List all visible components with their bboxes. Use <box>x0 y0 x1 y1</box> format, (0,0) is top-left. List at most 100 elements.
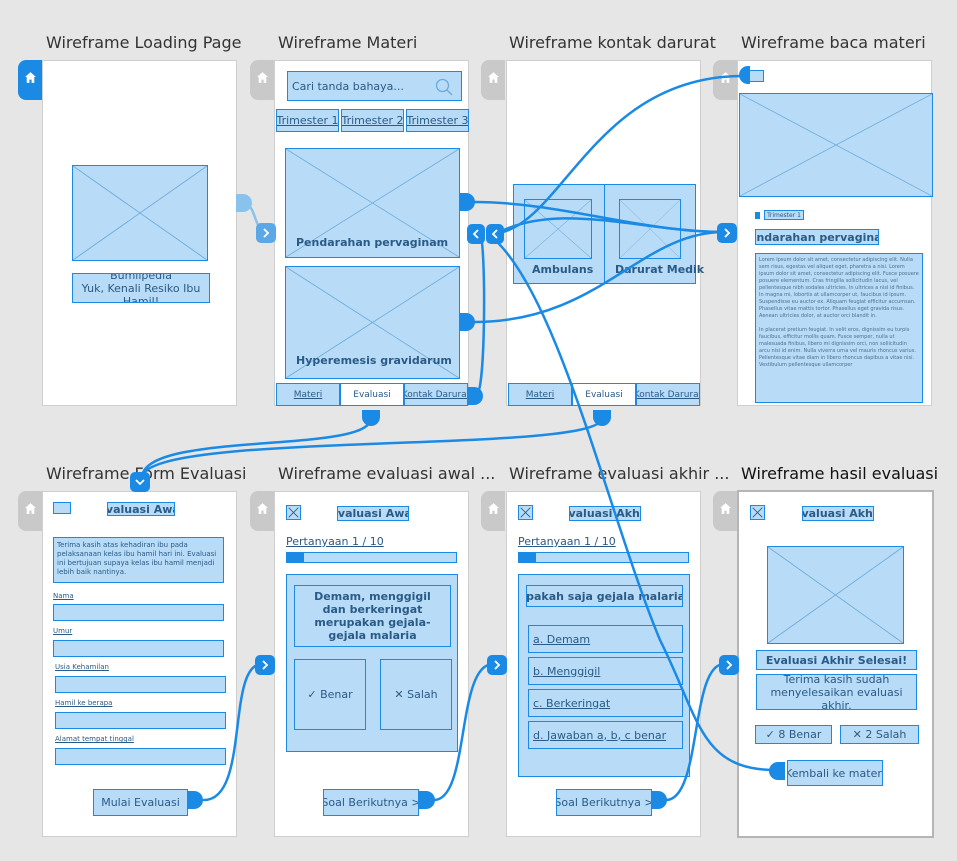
input-hamil[interactable] <box>55 712 226 729</box>
home-tab-hasil[interactable] <box>713 491 737 531</box>
home-tab-baca[interactable] <box>713 60 737 100</box>
thanks-message: Terima kasih sudah menyelesaikan evaluas… <box>756 674 917 710</box>
home-tab-evalawal[interactable] <box>250 491 274 531</box>
field-label-nama: Nama <box>53 592 74 600</box>
question-card: Demam, menggigil dan berkeringat merupak… <box>286 574 458 752</box>
option-b[interactable]: b. Menggigil <box>528 657 683 685</box>
home-tab-kontak[interactable] <box>481 60 505 100</box>
menu-icon[interactable] <box>53 502 71 514</box>
arrow-left-icon <box>491 229 498 239</box>
frame-evalakhir[interactable]: Evaluasi Akhir Pertanyaan 1 / 10 Apakah … <box>506 491 701 837</box>
connector-handle-hasil[interactable] <box>719 655 739 675</box>
connector-handle-evalakhir[interactable] <box>487 655 507 675</box>
mulai-evaluasi-button[interactable]: Mulai Evaluasi <box>93 789 188 816</box>
frame-kontak[interactable]: Ambulans Darurat Medik Materi Evaluasi K… <box>506 60 704 406</box>
progress-bar <box>286 552 457 563</box>
progress-bar <box>518 552 689 563</box>
soal-berikutnya-button[interactable]: Soal Berikutnya > <box>556 789 652 816</box>
bullet-icon <box>755 212 760 219</box>
input-alamat[interactable] <box>55 748 226 765</box>
completion-message: Evaluasi Akhir Selesai! <box>756 650 917 670</box>
progress-fill <box>287 553 304 562</box>
nav-evaluasi[interactable]: Evaluasi <box>340 383 404 406</box>
wrong-count: ✕ 2 Salah <box>840 725 919 744</box>
form-header: Evaluasi Awal <box>107 502 175 516</box>
input-umur[interactable] <box>53 640 224 657</box>
home-icon <box>720 72 731 83</box>
frame-form[interactable]: Evaluasi Awal Terima kasih atas kehadira… <box>42 491 237 837</box>
close-icon[interactable] <box>518 505 533 520</box>
arrow-down-icon <box>135 479 145 486</box>
soal-berikutnya-button[interactable]: Soal Berikutnya > <box>323 789 419 816</box>
connector-handle-evalawal[interactable] <box>255 655 275 675</box>
arrow-right-icon <box>263 228 270 238</box>
close-icon[interactable] <box>286 505 301 520</box>
hasil-header: Evaluasi Akhir <box>802 506 874 521</box>
option-d[interactable]: d. Jawaban a, b, c benar <box>528 721 683 749</box>
nav-materi[interactable]: Materi <box>508 383 572 406</box>
frame-hasil[interactable]: Evaluasi Akhir Evaluasi Akhir Selesai! T… <box>737 490 934 838</box>
card-pendarahan[interactable]: Pendarahan pervaginam <box>285 148 460 258</box>
card-hyperemesis[interactable]: Hyperemesis gravidarum <box>285 266 460 379</box>
home-tab-form[interactable] <box>18 491 42 531</box>
nav-kontak[interactable]: Kontak Darurat <box>404 383 468 406</box>
app-name: Bumilpedia <box>110 273 172 282</box>
card-title: Pendarahan pervaginam <box>296 236 449 249</box>
darurat-medik-button[interactable]: Darurat Medik <box>604 184 704 284</box>
search-placeholder: Cari tanda bahaya... <box>292 79 404 93</box>
home-icon <box>257 503 268 514</box>
card-title: Hyperemesis gravidarum <box>296 354 452 367</box>
connector-handle-kontak[interactable] <box>486 224 504 244</box>
article-body: Lorem ipsum dolor sit amet, consectetur … <box>755 253 923 403</box>
frame-evalawal[interactable]: Evaluasi Awal Pertanyaan 1 / 10 Demam, m… <box>274 491 469 837</box>
back-icon[interactable] <box>746 70 764 82</box>
connector-handle-back[interactable] <box>467 224 485 244</box>
arrow-left-icon <box>472 229 479 239</box>
home-icon <box>488 72 499 83</box>
home-tab-loading[interactable] <box>18 60 42 100</box>
nav-evaluasi[interactable]: Evaluasi <box>572 383 636 406</box>
evalawal-header: Evaluasi Awal <box>337 506 409 521</box>
frame-materi[interactable]: Cari tanda bahaya... Trimester 1 Trimest… <box>274 60 469 406</box>
benar-button[interactable]: ✓ Benar <box>294 659 366 730</box>
field-label-umur: Umur <box>53 627 73 635</box>
salah-button[interactable]: ✕ Salah <box>380 659 452 730</box>
header-image <box>739 93 933 197</box>
field-label-hamil: Hamil ke berapa <box>55 699 113 707</box>
result-image <box>767 546 904 644</box>
input-usia[interactable] <box>55 676 226 693</box>
ambulans-button[interactable]: Ambulans <box>513 184 605 284</box>
connector-handle-baca[interactable] <box>717 223 737 243</box>
arrow-right-icon <box>724 228 731 238</box>
home-icon <box>25 503 36 514</box>
connector-handle-form[interactable] <box>130 472 150 492</box>
home-icon <box>720 503 731 514</box>
nav-materi[interactable]: Materi <box>276 383 340 406</box>
tab-trimester-1[interactable]: Trimester 1 <box>276 109 339 132</box>
title-baca: Wireframe baca materi <box>741 33 926 52</box>
ambulans-label: Ambulans <box>532 263 594 276</box>
search-input[interactable]: Cari tanda bahaya... <box>287 71 462 101</box>
question-card: Apakah saja gejala malaria? a. Demam b. … <box>518 574 690 777</box>
home-tab-materi[interactable] <box>250 60 274 100</box>
frame-baca[interactable]: Trimester 1 Pendarahan pervaginam Lorem … <box>737 60 933 406</box>
option-a[interactable]: a. Demam <box>528 625 683 653</box>
home-tab-evalakhir[interactable] <box>481 491 505 531</box>
tab-trimester-3[interactable]: Trimester 3 <box>406 109 469 132</box>
tab-trimester-2[interactable]: Trimester 2 <box>341 109 404 132</box>
kembali-materi-button[interactable]: Kembali ke materi <box>787 760 883 786</box>
app-subtitle: Yuk, Kenali Resiko Ibu Hamil! <box>81 281 201 303</box>
question-counter: Pertanyaan 1 / 10 <box>518 535 616 548</box>
logo-placeholder <box>72 165 208 261</box>
connector-handle-loading[interactable] <box>256 223 276 243</box>
title-loading: Wireframe Loading Page <box>46 33 242 52</box>
home-icon <box>25 72 36 83</box>
title-evalawal: Wireframe evaluasi awal ... <box>278 464 496 483</box>
title-evalakhir: Wireframe evaluasi akhir ... <box>509 464 730 483</box>
option-c[interactable]: c. Berkeringat <box>528 689 683 717</box>
nav-kontak[interactable]: Kontak Darurat <box>636 383 700 406</box>
close-icon[interactable] <box>750 505 765 520</box>
input-nama[interactable] <box>53 604 224 621</box>
